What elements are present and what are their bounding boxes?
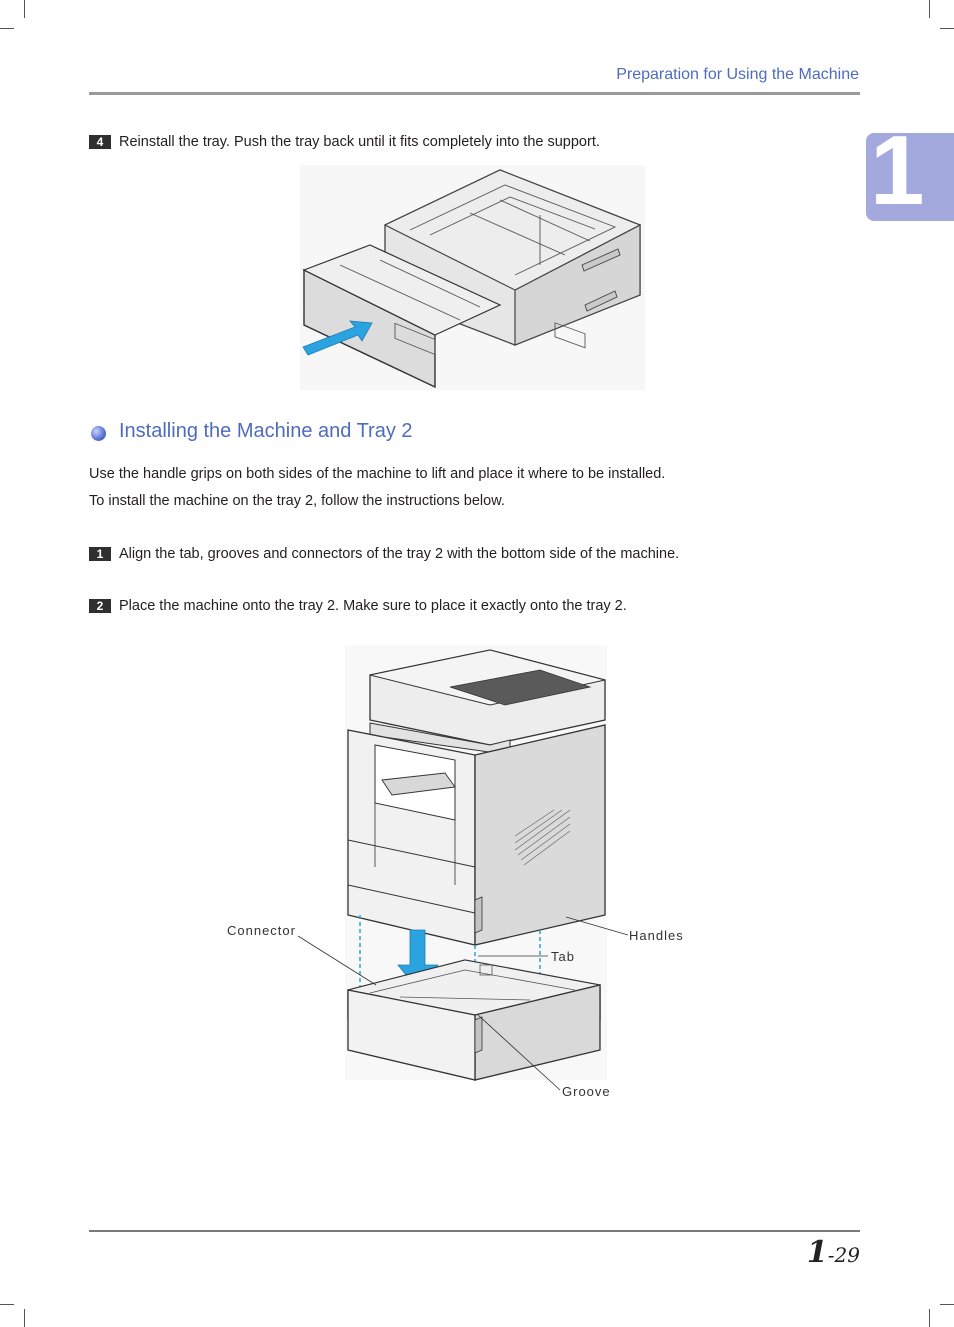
- step-text: Place the machine onto the tray 2. Make …: [119, 598, 627, 614]
- crop-mark: [929, 0, 930, 18]
- chapter-tab-number: 1: [870, 115, 925, 225]
- machine-on-tray-illustration: [345, 645, 607, 1081]
- crop-mark: [24, 0, 25, 18]
- paragraph: Use the handle grips on both sides of th…: [89, 466, 666, 482]
- section-title: Installing the Machine and Tray 2: [119, 420, 413, 442]
- step-number-badge: 4: [89, 135, 111, 149]
- crop-mark: [0, 1304, 14, 1305]
- crop-mark: [0, 28, 14, 29]
- section-bullet-icon: [91, 426, 106, 441]
- step-number-badge: 1: [89, 547, 111, 561]
- footer-rule: [89, 1230, 860, 1232]
- callout-tab: Tab: [551, 949, 575, 964]
- step-2: 2 Place the machine onto the tray 2. Mak…: [89, 597, 789, 617]
- crop-mark: [24, 1309, 25, 1327]
- paragraph: To install the machine on the tray 2, fo…: [89, 493, 505, 509]
- page-number: 1-29: [807, 1235, 860, 1270]
- tray-reinstall-illustration: [300, 165, 645, 390]
- header-section-title: Preparation for Using the Machine: [616, 66, 859, 83]
- header-rule: [89, 92, 860, 95]
- callout-handles: Handles: [629, 928, 684, 943]
- step-text: Align the tab, grooves and connectors of…: [119, 546, 680, 562]
- step-4: 4 Reinstall the tray. Push the tray back…: [89, 133, 789, 153]
- page-number-chapter: 1: [806, 1235, 828, 1270]
- step-1: 1 Align the tab, grooves and connectors …: [89, 545, 789, 565]
- callout-connector: Connector: [227, 923, 296, 938]
- step-number-badge: 2: [89, 599, 111, 613]
- step-text: Reinstall the tray. Push the tray back u…: [119, 134, 600, 150]
- crop-mark: [940, 1304, 954, 1305]
- page-number-page: -29: [827, 1243, 860, 1267]
- callout-groove: Groove: [562, 1084, 611, 1099]
- crop-mark: [940, 28, 954, 29]
- chapter-tab: 1: [866, 121, 954, 221]
- crop-mark: [929, 1309, 930, 1327]
